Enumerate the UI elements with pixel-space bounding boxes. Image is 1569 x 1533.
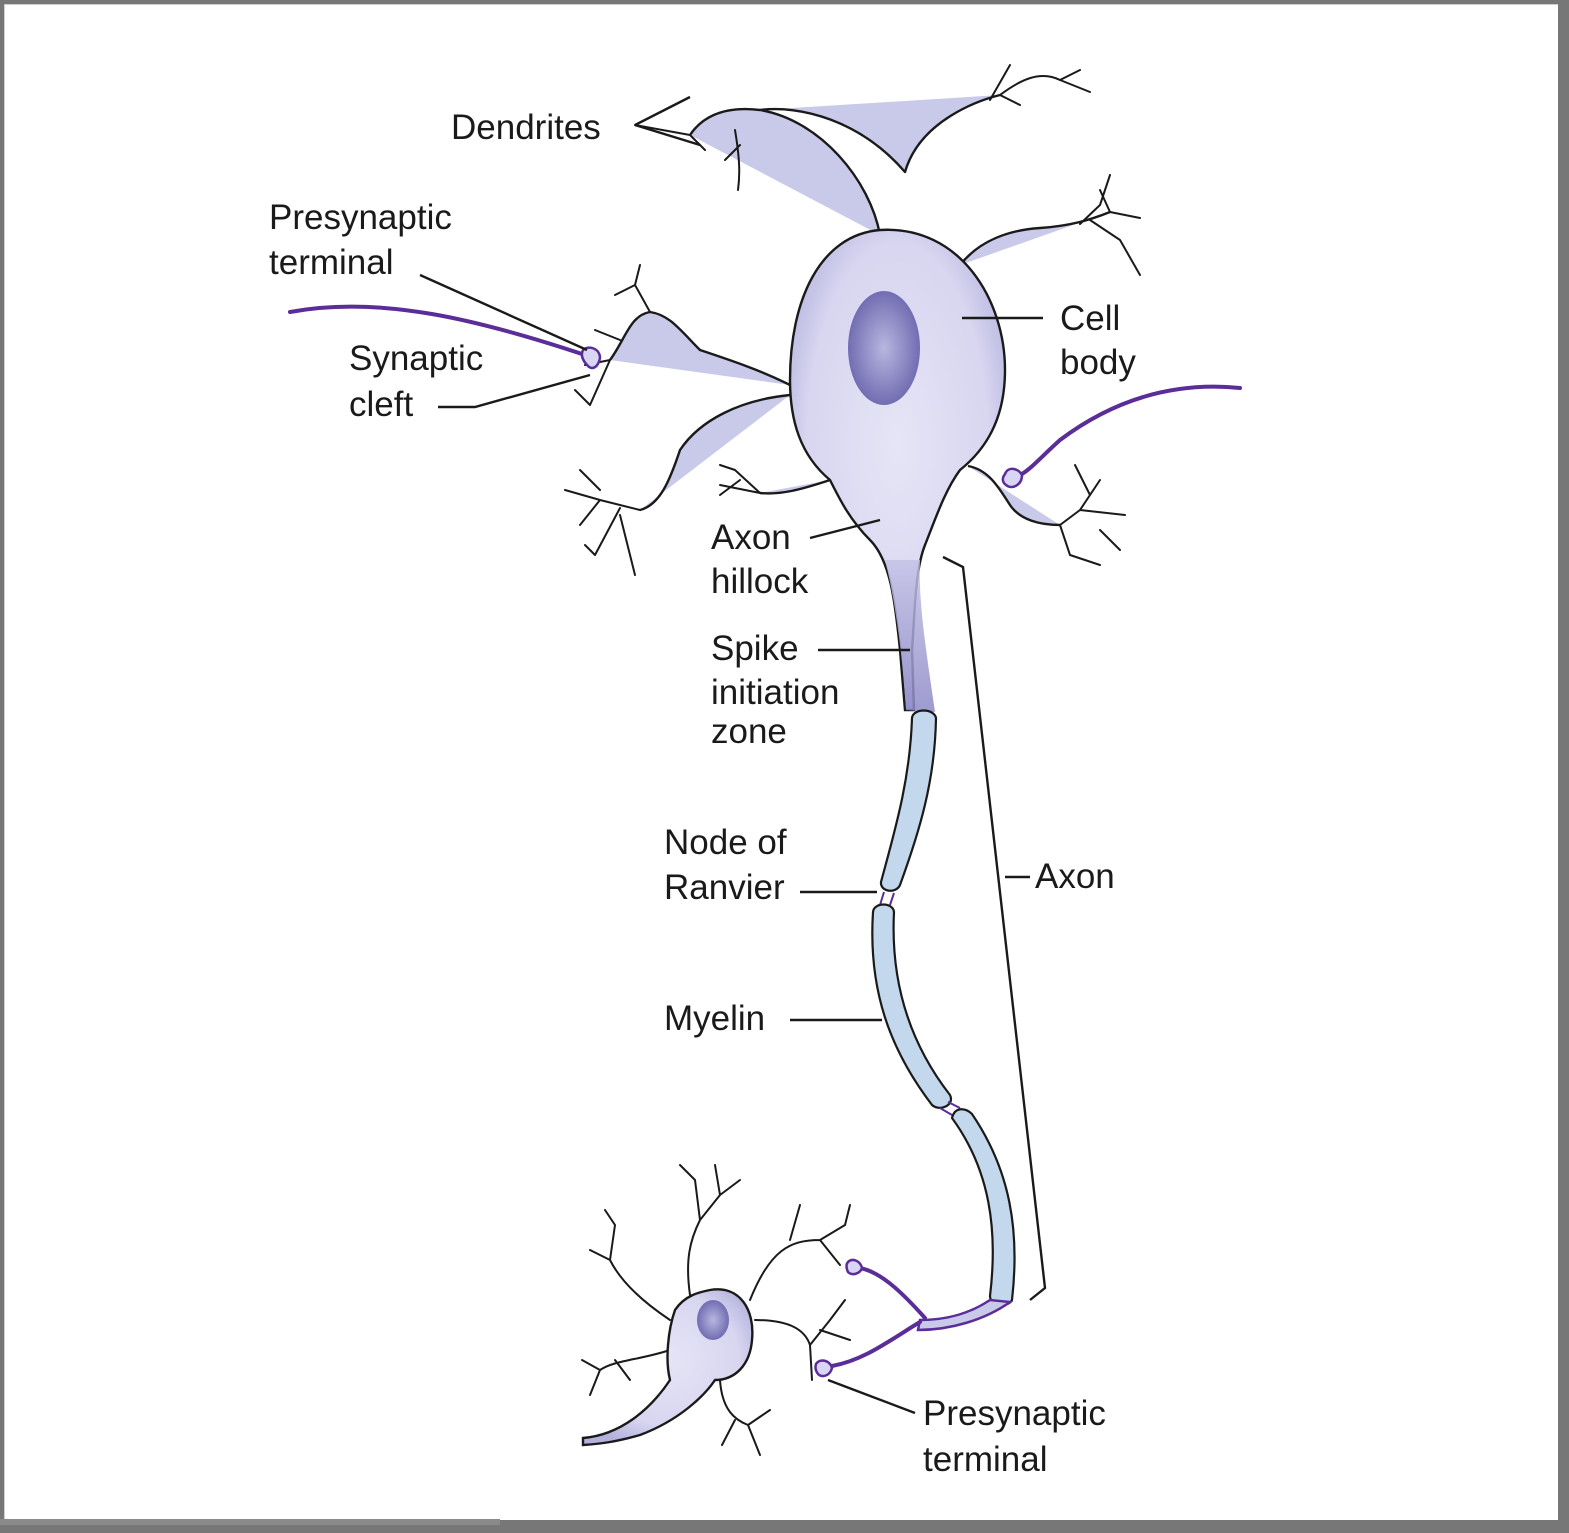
dendrites-upper: [564, 64, 1141, 576]
myelin-segment-3: [950, 1108, 1016, 1306]
label-axon: Axon: [1035, 857, 1115, 896]
label-dendrites: Dendrites: [451, 108, 601, 147]
frame-edge: [0, 1519, 500, 1525]
presynaptic-terminal-bottom-2: [814, 1359, 834, 1378]
label-presynaptic-terminal-bottom: Presynaptic: [923, 1394, 1106, 1433]
axon-initial-segment: [885, 560, 935, 712]
node-of-ranvier-2: [939, 1101, 961, 1116]
label-cell-body-2: body: [1060, 343, 1136, 382]
label-spike-initiation-zone-2: initiation: [711, 673, 839, 712]
presynaptic-terminal-bottom-1: [845, 1258, 864, 1276]
presynaptic-terminal-left: [580, 346, 602, 370]
label-spike-initiation-zone-3: zone: [711, 712, 787, 751]
axon-terminal-branch: [916, 1298, 1014, 1332]
label-axon-hillock: Axon: [711, 518, 791, 557]
label-node-of-ranvier-2: Ranvier: [664, 868, 785, 907]
postsynaptic-neuron: [581, 1164, 851, 1456]
node-of-ranvier-1: [879, 891, 895, 906]
label-synaptic-cleft: Synaptic: [349, 339, 483, 378]
label-spike-initiation-zone: Spike: [711, 629, 799, 668]
lower-nucleus: [697, 1300, 729, 1340]
label-presynaptic-terminal-bottom-2: terminal: [923, 1440, 1047, 1479]
nucleus: [848, 291, 920, 405]
presynaptic-axon-right: [1018, 384, 1242, 477]
label-axon-hillock-2: hillock: [711, 562, 809, 601]
myelin-segment-2: [871, 903, 953, 1109]
label-presynaptic-terminal-top-2: terminal: [269, 243, 393, 282]
label-synaptic-cleft-2: cleft: [349, 385, 413, 424]
presynaptic-terminal-right: [1001, 467, 1024, 489]
label-node-of-ranvier: Node of: [664, 823, 787, 862]
label-cell-body: Cell: [1060, 299, 1120, 338]
myelin-segment-1: [879, 709, 938, 892]
label-presynaptic-terminal-top: Presynaptic: [269, 198, 452, 237]
presynaptic-axon-left: [288, 304, 587, 357]
leader-lines: [419, 95, 1047, 1415]
diagram-frame: [4, 4, 1558, 1520]
axon: [814, 709, 1016, 1378]
label-myelin: Myelin: [664, 999, 765, 1038]
